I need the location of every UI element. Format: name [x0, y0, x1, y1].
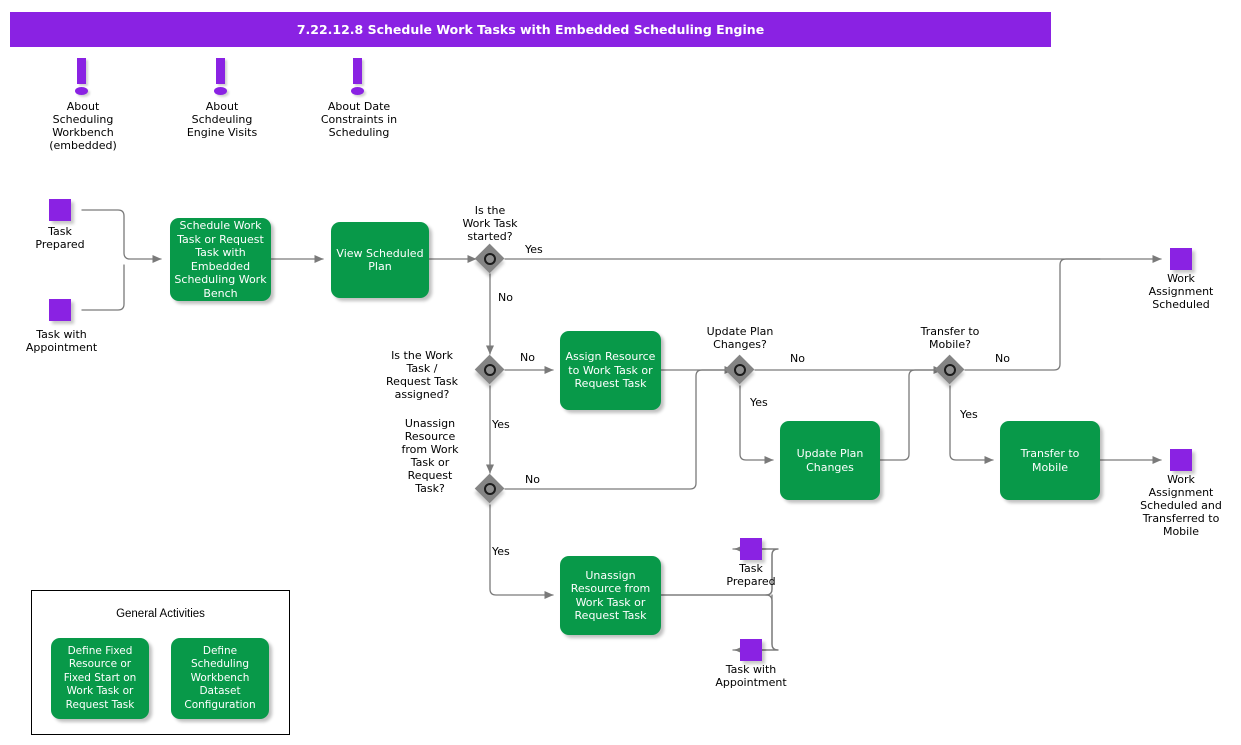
edge-label-started-no: No [498, 291, 513, 304]
event-task-with-appointment-end[interactable] [740, 639, 762, 661]
gateway-transfer-to-mobile-label: Transfer to Mobile? [920, 325, 980, 351]
gateway-update-plan-changes[interactable] [725, 355, 755, 385]
edge-label-started-yes: Yes [525, 243, 543, 256]
annotation-label: About Date Constraints in Scheduling [320, 100, 398, 139]
event-task-with-appointment-start[interactable] [49, 299, 71, 321]
gateway-ring-icon [484, 483, 496, 495]
activity-view-scheduled-plan[interactable]: View Scheduled Plan [331, 222, 429, 298]
edge-label-assigned-yes: Yes [492, 418, 510, 431]
edge-label-transfer-yes: Yes [960, 408, 978, 421]
exclamation-dot-icon [214, 87, 227, 95]
gateway-unassign-resource[interactable] [475, 474, 505, 504]
exclamation-icon [216, 58, 225, 84]
exclamation-dot-icon [351, 87, 364, 95]
exclamation-dot-icon [75, 87, 88, 95]
event-task-prepared-end-label: Task Prepared [726, 562, 776, 588]
event-task-prepared-start-label: Task Prepared [35, 225, 85, 251]
legend-activity-define-scheduling-workbench-dataset[interactable]: Define Scheduling Workbench Dataset Conf… [171, 638, 269, 719]
event-work-assignment-scheduled-label: Work Assignment Scheduled [1148, 272, 1214, 311]
activity-transfer-to-mobile[interactable]: Transfer to Mobile [1000, 421, 1100, 500]
gateway-work-task-started[interactable] [475, 244, 505, 274]
gateway-ring-icon [734, 364, 746, 376]
gateway-ring-icon [484, 253, 496, 265]
legend-activity-define-fixed-resource[interactable]: Define Fixed Resource or Fixed Start on … [51, 638, 149, 719]
annotation-label: About Scheduling Workbench (embedded) [49, 100, 117, 152]
edge-label-transfer-no: No [995, 352, 1010, 365]
event-task-with-appointment-end-label: Task with Appointment [715, 663, 787, 689]
legend-title: General Activities [116, 608, 205, 620]
event-work-assignment-scheduled[interactable] [1170, 248, 1192, 270]
gateway-task-assigned[interactable] [475, 355, 505, 385]
activity-schedule-work-task[interactable]: Schedule Work Task or Request Task with … [170, 218, 271, 301]
gateway-update-plan-changes-label: Update Plan Changes? [706, 325, 774, 351]
exclamation-icon [353, 58, 362, 84]
edge-label-updateplan-yes: Yes [750, 396, 768, 409]
gateway-task-assigned-label: Is the Work Task / Request Task assigned… [386, 349, 458, 401]
activity-assign-resource[interactable]: Assign Resource to Work Task or Request … [560, 331, 661, 410]
event-task-prepared-end[interactable] [740, 538, 762, 560]
page-title: 7.22.12.8 Schedule Work Tasks with Embed… [10, 12, 1051, 47]
event-task-prepared-start[interactable] [49, 199, 71, 221]
edge-label-unassign-no: No [525, 473, 540, 486]
gateway-work-task-started-label: Is the Work Task started? [462, 204, 518, 243]
gateway-transfer-to-mobile[interactable] [935, 355, 965, 385]
edge-label-unassign-yes: Yes [492, 545, 510, 558]
activity-update-plan-changes[interactable]: Update Plan Changes [780, 421, 880, 500]
gateway-unassign-resource-label: Unassign Resource from Work Task or Requ… [401, 417, 459, 495]
event-task-with-appointment-start-label: Task with Appointment [25, 328, 98, 354]
edge-label-assigned-no: No [520, 351, 535, 364]
gateway-ring-icon [944, 364, 956, 376]
gateway-ring-icon [484, 364, 496, 376]
event-work-assignment-scheduled-transferred[interactable] [1170, 449, 1192, 471]
edge-label-updateplan-no: No [790, 352, 805, 365]
event-work-assignment-scheduled-transferred-label: Work Assignment Scheduled and Transferre… [1140, 473, 1222, 538]
exclamation-icon [77, 58, 86, 84]
activity-unassign-resource[interactable]: Unassign Resource from Work Task or Requ… [560, 556, 661, 635]
annotation-label: About Schdeuling Engine Visits [186, 100, 258, 139]
